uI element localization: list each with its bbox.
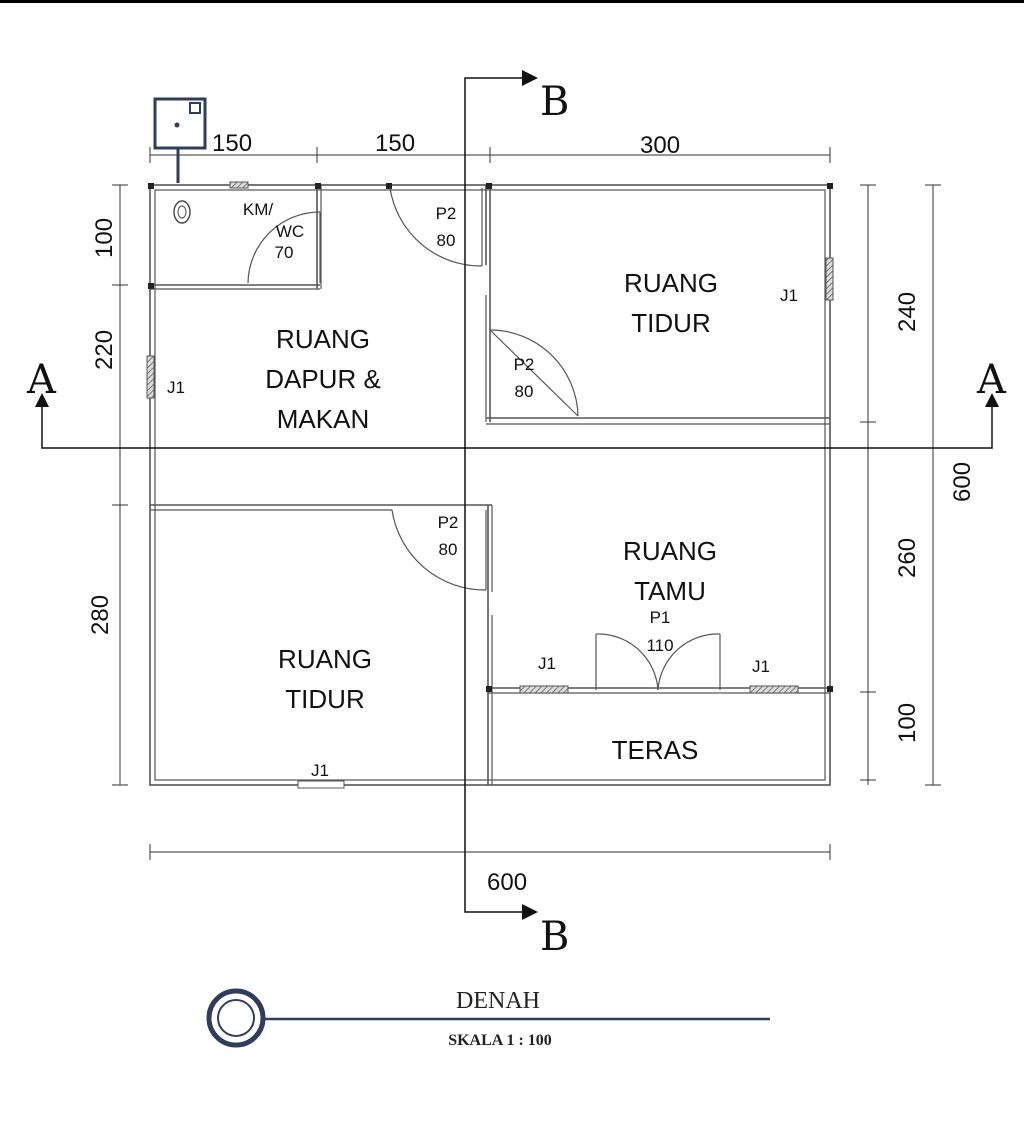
column-posts: [148, 183, 833, 692]
dim-top-1: 150: [212, 130, 252, 157]
dim-top-2: 150: [375, 130, 415, 157]
door-tag-p2-top: P2: [436, 204, 457, 223]
section-label-a-left: A: [26, 357, 57, 403]
dim-left-2: 220: [91, 330, 118, 370]
tidur2-label-line1: RUANG: [278, 644, 372, 674]
window-marks: [146, 181, 834, 789]
section-label-b-top: B: [540, 79, 569, 125]
dim-top-3: 300: [640, 132, 680, 159]
teras-label: TERAS: [612, 735, 699, 765]
section-line-b: [464, 70, 538, 920]
window-tag-teras-right: J1: [752, 657, 770, 676]
toilet-icon: [173, 200, 191, 224]
window-tag-teras-left: J1: [538, 654, 556, 673]
dim-bottom-total: 600: [487, 869, 527, 896]
bottom-dimension-line: [149, 844, 831, 860]
wc-label-line2: WC: [276, 222, 304, 241]
dim-right-total: 600: [949, 462, 976, 502]
right-dimension-line: [860, 184, 941, 786]
door-tag-p1: P1: [650, 608, 671, 627]
dim-right-1: 240: [894, 292, 921, 332]
drawing-scale: SKALA 1 : 100: [448, 1032, 552, 1049]
window-tag-dapur: J1: [167, 378, 185, 397]
door-tag-p2-bedroom2: P2: [438, 513, 459, 532]
door-width-p2-bedroom2: 80: [439, 540, 458, 559]
door-width-p2-bedroom1: 80: [515, 382, 534, 401]
dapur-label-line3: MAKAN: [277, 404, 369, 434]
left-dimension-line: [112, 184, 128, 786]
dim-right-3: 100: [894, 703, 921, 743]
dapur-label-line2: DAPUR &: [265, 364, 381, 394]
top-dimension-line: [149, 147, 831, 163]
top-border-line: [0, 0, 1024, 3]
tidur1-label-line1: RUANG: [624, 268, 718, 298]
tamu-label-line1: RUANG: [623, 536, 717, 566]
wc-label-line1: KM/: [243, 200, 274, 219]
section-label-a-right: A: [976, 357, 1007, 403]
drawing-title: DENAH: [456, 988, 540, 1014]
window-tag-bedroom1: J1: [780, 286, 798, 305]
septic-tank-icon: [153, 97, 207, 183]
tidur1-label-line2: TIDUR: [631, 308, 710, 338]
section-line-a: [35, 393, 999, 449]
door-width-p2-top: 80: [437, 231, 456, 250]
interior-walls: [150, 185, 830, 785]
window-tag-bedroom2: J1: [311, 761, 329, 780]
dim-right-2: 260: [894, 538, 921, 578]
dapur-label-line1: RUANG: [276, 324, 370, 354]
dim-left-1: 100: [91, 218, 118, 258]
title-marker-icon: [206, 988, 770, 1048]
wc-door-width: 70: [275, 243, 294, 262]
tidur2-label-line2: TIDUR: [285, 684, 364, 714]
door-tag-p2-bedroom1: P2: [514, 355, 535, 374]
door-width-p1: 110: [646, 636, 673, 655]
section-label-b-bottom: B: [540, 914, 569, 960]
tamu-label-line2: TAMU: [634, 576, 706, 606]
dim-left-3: 280: [87, 595, 114, 635]
